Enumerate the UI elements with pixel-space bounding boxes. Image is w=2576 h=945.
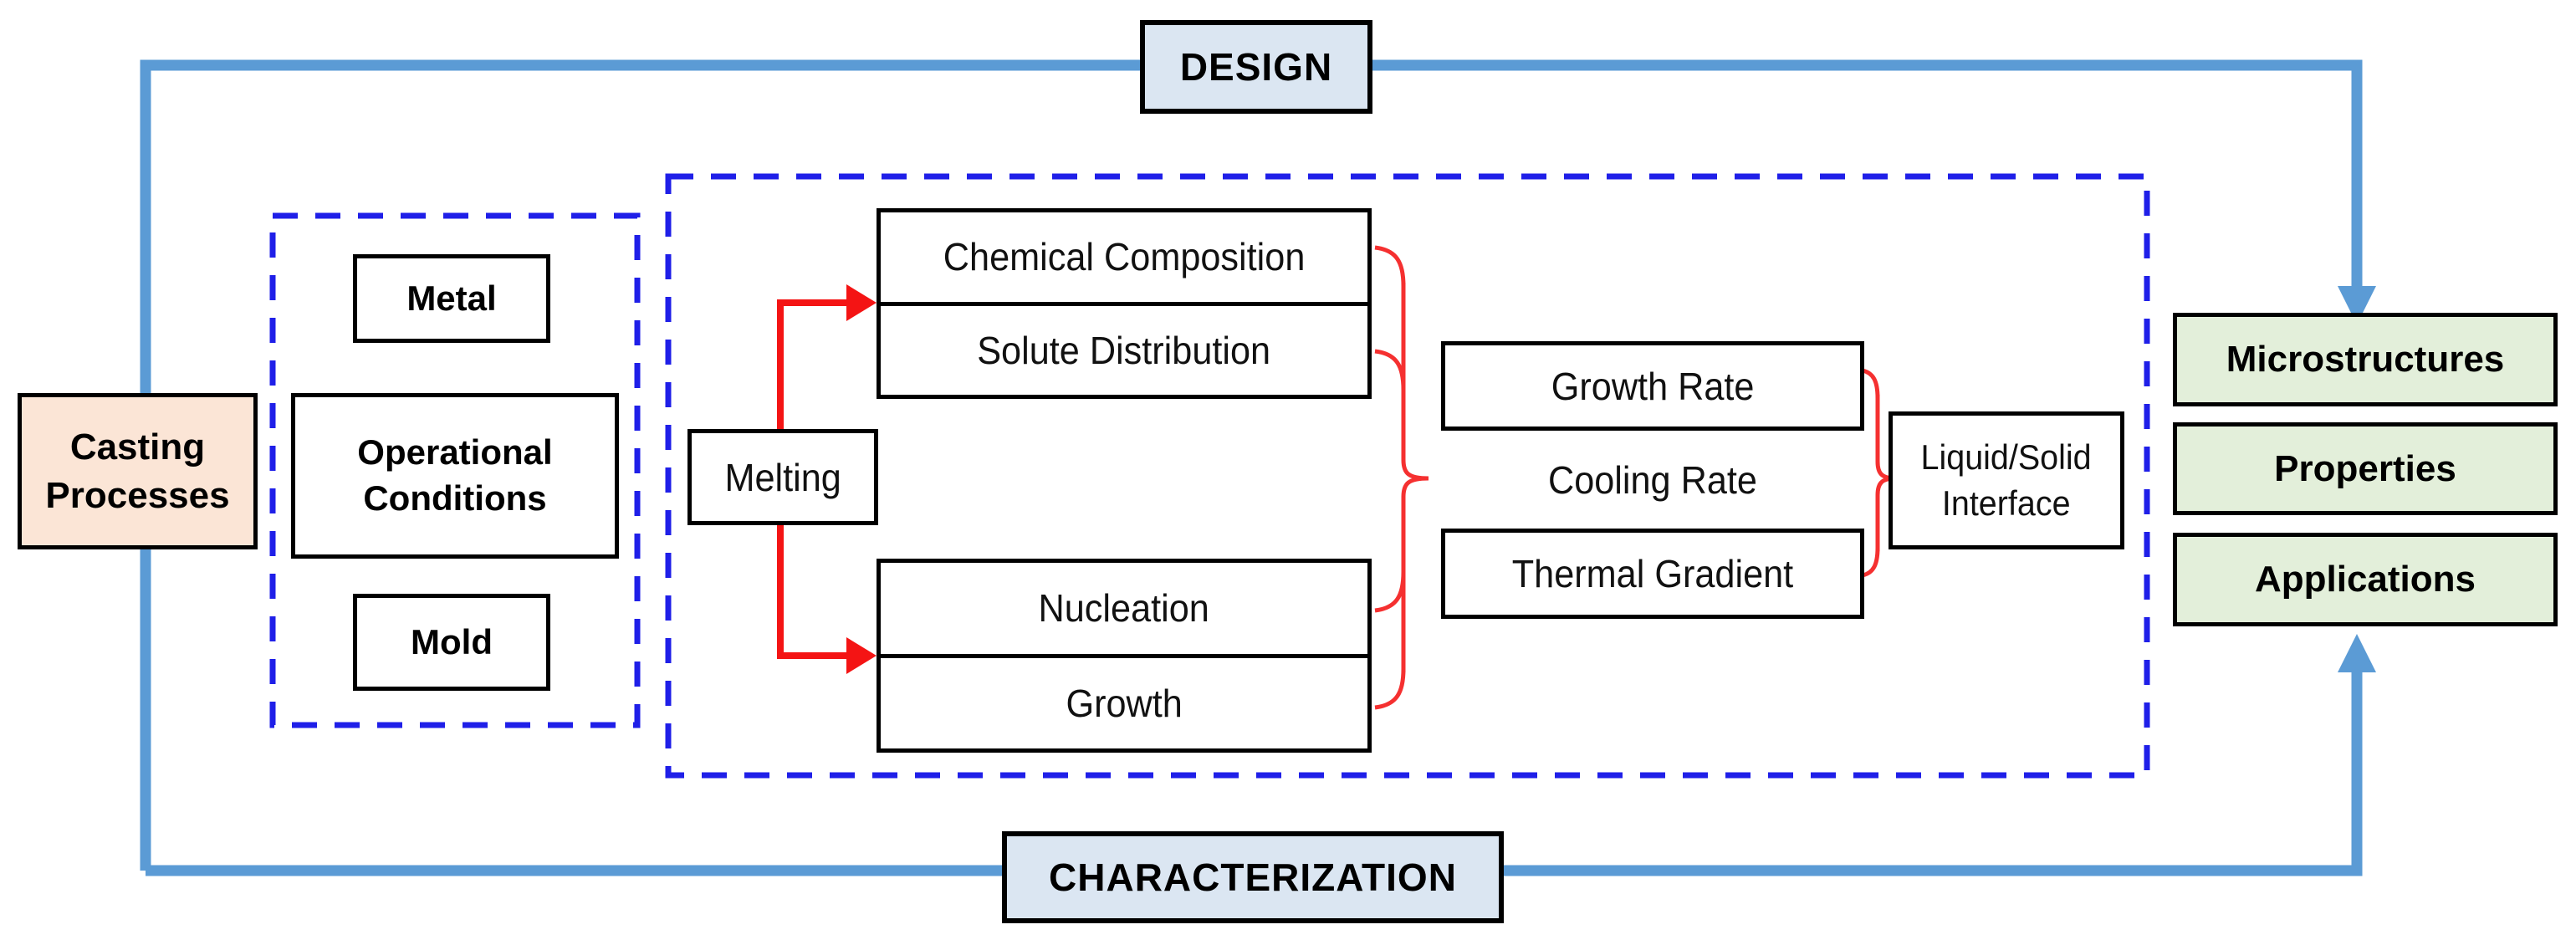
nucleation-label: Nucleation	[1038, 586, 1210, 631]
growth-rate-label: Growth Rate	[1551, 364, 1755, 408]
growth-label: Growth	[1066, 681, 1183, 725]
liquid-solid-interface-box: Liquid/Solid Interface	[1889, 411, 2124, 549]
melting-box: Melting	[687, 429, 878, 525]
composition-stack-box: Chemical Composition Solute Distribution	[877, 208, 1372, 399]
melting-label: Melting	[724, 455, 841, 499]
design-label: DESIGN	[1179, 45, 1333, 89]
operational-conditions-label-line2: Conditions	[363, 478, 547, 518]
applications-box: Applications	[2173, 533, 2558, 626]
solute-distribution-label: Solute Distribution	[977, 328, 1271, 372]
melting-to-nucleation-arrow	[777, 525, 846, 659]
thermal-gradient-label: Thermal Gradient	[1511, 552, 1794, 595]
growth-cell: Growth	[881, 658, 1367, 749]
microstructures-label: Microstructures	[2226, 339, 2505, 381]
casting-processes-label-line1: Casting	[69, 427, 206, 468]
characterization-label: CHARACTERIZATION	[1049, 856, 1457, 899]
liquid-solid-interface-label-line1: Liquid/Solid	[1920, 437, 2093, 477]
melting-to-composition-arrowhead-icon	[846, 284, 877, 321]
nucleation-cell: Nucleation	[881, 563, 1367, 658]
microstructures-arrowhead-icon	[2338, 286, 2376, 324]
thermal-gradient-box: Thermal Gradient	[1441, 529, 1864, 619]
mold-label: Mold	[411, 621, 493, 662]
operational-conditions-box: Operational Conditions	[291, 393, 619, 559]
composition-group-brace	[1374, 245, 1429, 710]
chemical-composition-cell: Chemical Composition	[881, 212, 1367, 306]
casting-processes-box: Casting Processes	[18, 393, 258, 549]
microstructures-box: Microstructures	[2173, 313, 2558, 406]
properties-label: Properties	[2274, 447, 2456, 489]
chemical-composition-label: Chemical Composition	[943, 235, 1306, 279]
melting-to-nucleation-arrowhead-icon	[846, 637, 877, 674]
inputs-dashed-border	[269, 212, 641, 728]
characterization-flow-line	[146, 669, 2363, 876]
nucleation-stack-box: Nucleation Growth	[877, 559, 1372, 753]
solidification-dashed-border	[665, 173, 2150, 779]
cooling-rate-label: Cooling Rate	[1548, 458, 1757, 502]
metal-box: Metal	[353, 254, 550, 343]
melting-to-composition-arrow	[777, 299, 846, 429]
liquid-solid-interface-label-line2: Interface	[1942, 483, 2071, 523]
operational-conditions-label-line1: Operational	[357, 432, 553, 472]
applications-label: Applications	[2254, 559, 2476, 600]
growth-rate-box: Growth Rate	[1441, 341, 1864, 431]
properties-box: Properties	[2173, 422, 2558, 515]
metal-label: Metal	[406, 278, 497, 318]
applications-arrowhead-icon	[2338, 634, 2376, 672]
mold-box: Mold	[353, 594, 550, 691]
design-box: DESIGN	[1140, 20, 1372, 114]
solute-distribution-cell: Solute Distribution	[881, 306, 1367, 396]
casting-processes-label-line2: Processes	[45, 474, 230, 516]
characterization-box: CHARACTERIZATION	[1002, 831, 1504, 923]
